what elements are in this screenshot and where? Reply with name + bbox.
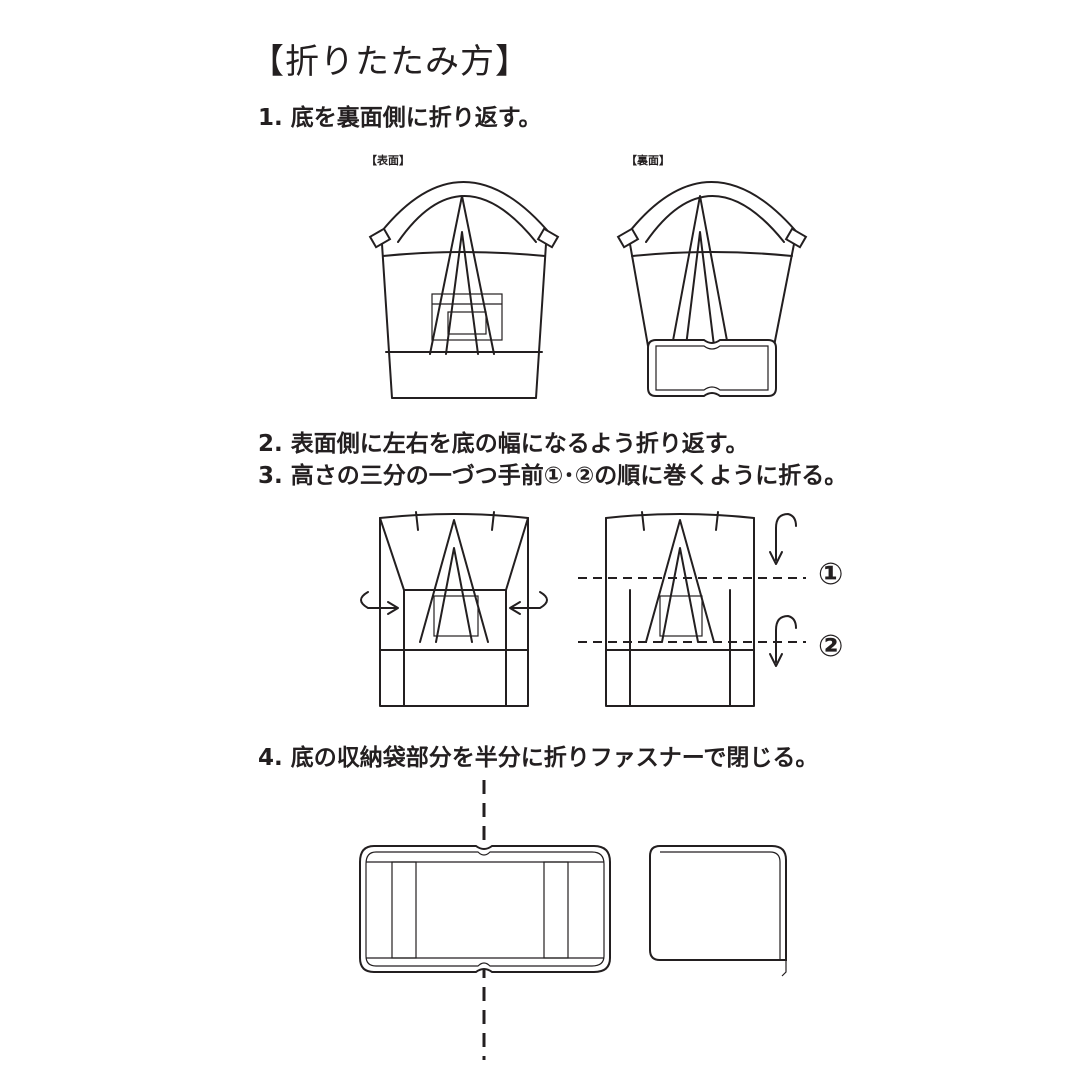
back-label: 【裏面】 — [626, 154, 670, 167]
front-label: 【表面】 — [366, 154, 410, 167]
fold-mark-1: ① — [818, 557, 843, 592]
step-3-text: 3. 高さの三分の一づつ手前①･②の順に巻くように折る。 — [258, 463, 848, 489]
bag-fold-sides-illustration — [360, 511, 548, 707]
bag-back-illustration — [616, 181, 808, 397]
pouch-open-illustration — [359, 780, 611, 1060]
bag-roll-illustration: ① ② — [578, 511, 843, 707]
step-2-text: 2. 表面側に左右を底の幅になるよう折り返す。 — [258, 431, 749, 457]
fold-mark-2: ② — [818, 629, 843, 664]
step-1-text: 1. 底を裏面側に折り返す。 — [258, 105, 542, 131]
bag-front-illustration — [368, 181, 560, 399]
pouch-closed-illustration — [649, 845, 787, 977]
page-title: 【折りたたみ方】 — [250, 42, 530, 82]
step-4-text: 4. 底の収納袋部分を半分に折りファスナーで閉じる。 — [258, 745, 819, 771]
